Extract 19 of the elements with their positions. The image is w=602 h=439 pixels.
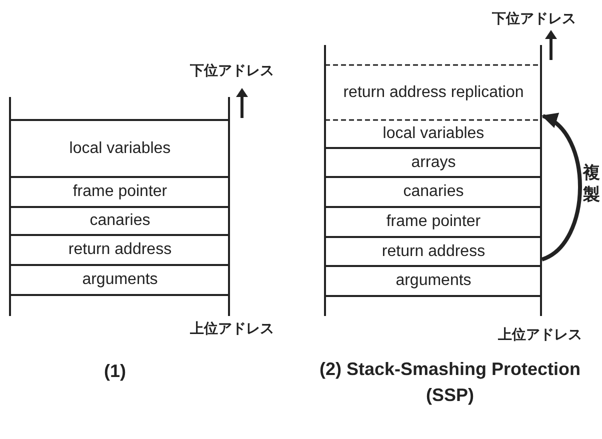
stack-cell: return address [327, 237, 540, 266]
address-label: 下位アドレス [190, 62, 274, 80]
stack-cell: frame pointer [327, 207, 540, 237]
curved-arrow [541, 114, 582, 262]
stack-cell: canaries [327, 177, 540, 207]
stack-cell: local variables [12, 120, 228, 177]
stack-cell: arguments [327, 266, 540, 296]
address-label: 上位アドレス [190, 320, 274, 338]
stack-cell: arrays [327, 148, 540, 177]
address-label: 上位アドレス [498, 326, 582, 344]
address-label: 下位アドレス [492, 10, 576, 28]
stack-cell: return address replication [327, 65, 540, 120]
stack-cell: arguments [12, 265, 228, 295]
diagram-caption: (1) [103, 360, 127, 383]
diagram-caption: (2) Stack-Smashing Protection (SSP) [318, 358, 582, 407]
stack-cell: return address [12, 235, 228, 265]
stack-cell: frame pointer [12, 177, 228, 207]
stack-cell: canaries [12, 207, 228, 235]
stack-cell: local variables [327, 120, 540, 148]
